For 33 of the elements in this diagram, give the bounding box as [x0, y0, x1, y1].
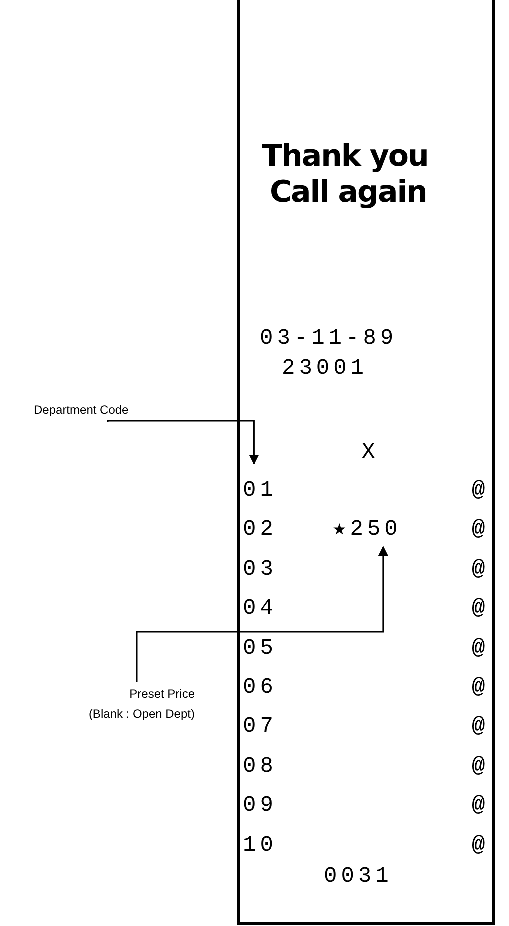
leader-arrow — [136, 546, 388, 682]
receipt-text: 07 — [243, 714, 278, 740]
receipt-text: @ — [472, 754, 490, 780]
receipt-text: 02 — [243, 517, 278, 544]
receipt-text: 05 — [243, 636, 278, 662]
receipt-heading: Call again — [270, 176, 427, 210]
leader-arrow — [107, 420, 260, 465]
receipt-text: 04 — [243, 596, 278, 622]
receipt-text: 0031 — [324, 864, 393, 890]
receipt-text: 03 — [243, 556, 278, 583]
receipt-text: 23001 — [282, 356, 368, 382]
receipt-text: @ — [472, 636, 490, 662]
receipt-text: 09 — [243, 793, 278, 820]
receipt-heading: Thank you — [262, 140, 428, 174]
receipt-text: 08 — [243, 754, 278, 780]
callout-text: (Blank : Open Dept) — [88, 706, 195, 723]
receipt-text: X — [362, 440, 380, 466]
receipt-text: @ — [472, 793, 490, 820]
receipt-text: @ — [472, 517, 490, 544]
receipt-text: @ — [472, 478, 490, 504]
receipt-text: @ — [472, 832, 490, 859]
receipt-text: @ — [472, 675, 490, 701]
callout-text: Preset Price — [128, 686, 195, 703]
receipt-text: 01 — [243, 478, 278, 504]
receipt-paper — [237, 0, 495, 925]
receipt-text: 06 — [243, 675, 278, 701]
receipt-text: 03-11-89 — [260, 326, 398, 352]
receipt-text: @ — [472, 556, 490, 583]
receipt-text: ★250 — [333, 517, 402, 543]
callout-text: Department Code — [34, 402, 129, 419]
receipt-text: @ — [472, 714, 490, 740]
receipt-text: 10 — [243, 832, 278, 859]
receipt-text: @ — [472, 596, 490, 622]
